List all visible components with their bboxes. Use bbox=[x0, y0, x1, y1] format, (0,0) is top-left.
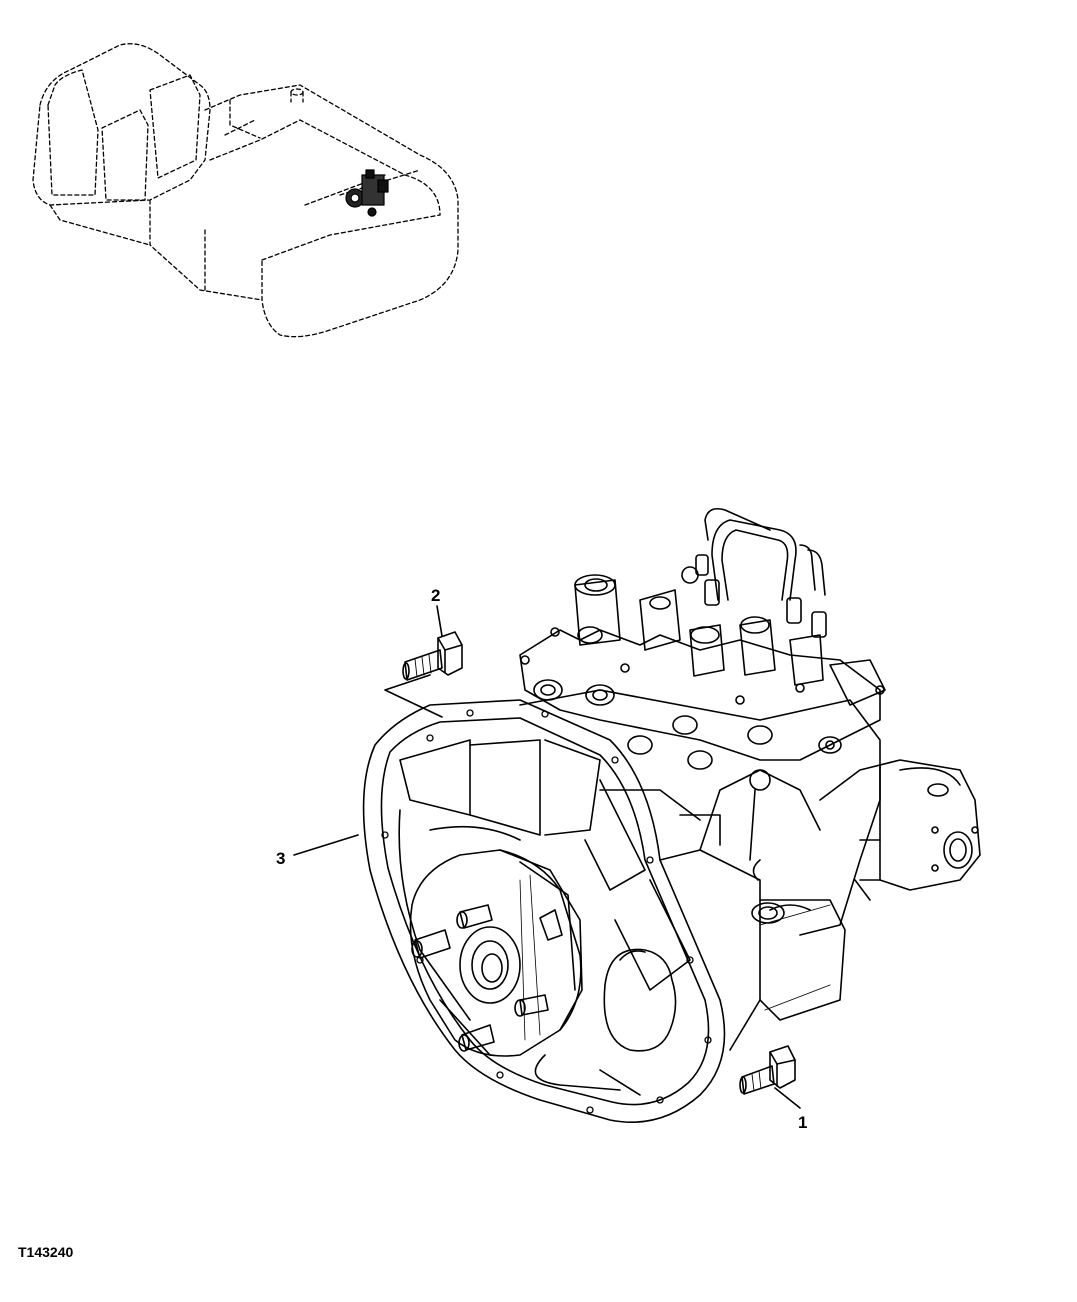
pilot-lines bbox=[695, 507, 827, 638]
coupling-hub bbox=[409, 849, 583, 1057]
cap-screw-upper bbox=[402, 631, 463, 681]
callout-1: 1 bbox=[774, 1087, 807, 1132]
flange-housing bbox=[362, 699, 726, 1123]
pump-location-marker bbox=[345, 169, 389, 217]
callout-label: 1 bbox=[798, 1113, 807, 1132]
cap-screw-lower bbox=[739, 1045, 796, 1095]
callout-label: 2 bbox=[431, 586, 440, 605]
flange-bolt-holes bbox=[381, 709, 712, 1114]
callout-2: 2 bbox=[384, 586, 443, 718]
hydraulic-pump-assembly-icon bbox=[362, 507, 981, 1123]
regulator-valve-block bbox=[519, 566, 886, 881]
callout-3: 3 bbox=[276, 834, 359, 868]
excavator-locator-icon bbox=[32, 43, 459, 338]
figure-id: T143240 bbox=[18, 1244, 74, 1260]
callout-label: 3 bbox=[276, 849, 285, 868]
